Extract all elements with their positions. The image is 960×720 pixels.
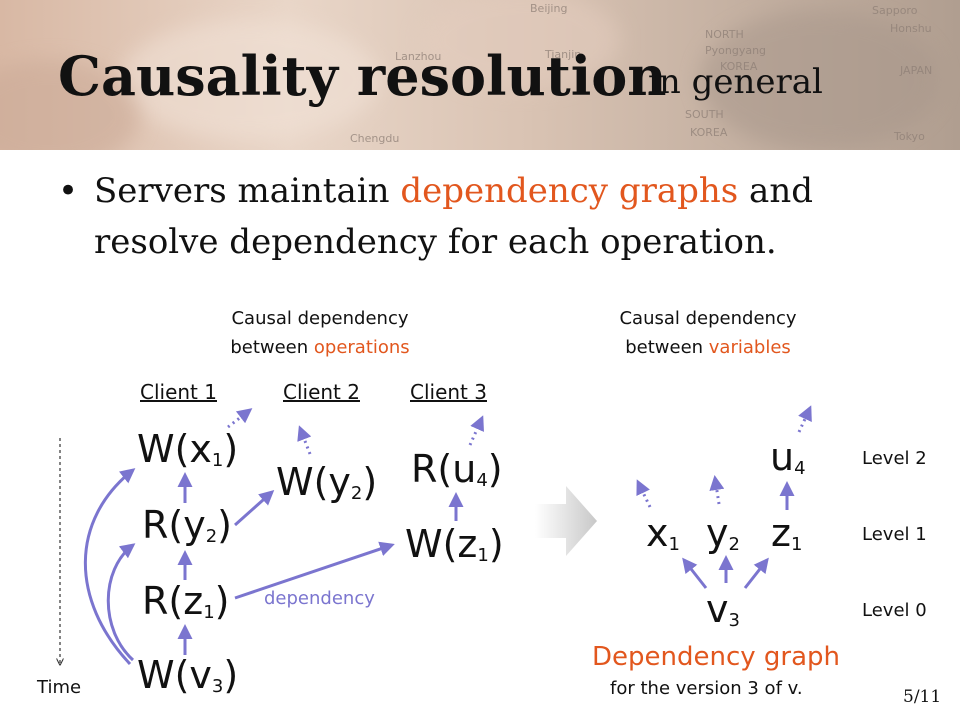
op-read-u4: R(u4): [411, 447, 503, 491]
dotted-arrow-wy2: [297, 425, 312, 455]
dependency-graph-subtitle: for the version 3 of v.: [610, 678, 803, 699]
arrow-wv3-to-wx1: [83, 468, 136, 666]
dotted-arrow-wx1: [227, 408, 253, 429]
client-1-label: Client 1: [140, 380, 217, 404]
level-1-label: Level 1: [862, 524, 927, 545]
map-label: SOUTH: [685, 108, 724, 121]
op-write-z1: W(z1): [405, 522, 504, 566]
arrow-ry2-to-wy2: [234, 490, 275, 527]
map-label: Honshu: [890, 22, 932, 35]
title-banner: Beijing Tianjin NORTH Pyongyang KOREA SO…: [0, 0, 960, 150]
map-label: KOREA: [720, 60, 758, 73]
map-label: JAPAN: [900, 64, 933, 77]
client-2-label: Client 2: [283, 380, 360, 404]
map-label: Tokyo: [894, 130, 925, 143]
map-label: Chengdu: [350, 132, 400, 145]
slide-subtitle: in general: [648, 62, 823, 102]
page-number: 5/11: [903, 687, 942, 707]
var-x1: x1: [646, 511, 680, 555]
transition-arrow-icon: [535, 486, 597, 556]
var-v3: v3: [706, 587, 740, 631]
map-label: Lanzhou: [395, 50, 442, 63]
dependency-label: dependency: [264, 588, 375, 609]
arrow-v3-to-x1: [682, 557, 708, 589]
map-label: Tianjin: [545, 48, 582, 61]
client-3-label: Client 3: [410, 380, 487, 404]
var-z1: z1: [771, 511, 803, 555]
op-write-y2: W(y2): [276, 460, 378, 504]
map-label: KOREA: [690, 126, 728, 139]
bullet-text: Servers maintain dependency graphs and r…: [94, 171, 813, 262]
time-axis-label: Time: [37, 677, 82, 698]
dotted-arrow-y2: [709, 475, 725, 505]
map-label: Pyongyang: [705, 44, 767, 57]
highlight-dependency-graphs: dependency graphs: [400, 171, 739, 211]
slide-title: Causality resolution: [58, 44, 667, 108]
level-2-label: Level 2: [862, 448, 927, 469]
bullet-point: • Servers maintain dependency graphs and…: [58, 166, 918, 268]
arrow-wv3-to-ry2: [106, 543, 136, 662]
map-label: Sapporo: [872, 4, 918, 17]
level-0-label: Level 0: [862, 600, 927, 621]
dotted-arrow-ru4: [468, 415, 484, 446]
op-read-z1: R(z1): [142, 579, 230, 623]
dependency-graph-title: Dependency graph: [592, 642, 841, 672]
arrow-v3-to-z1: [743, 557, 769, 589]
left-diagram-caption: Causal dependency between operations: [230, 308, 410, 358]
right-diagram-caption: Causal dependency between variables: [619, 308, 797, 358]
var-u4: u4: [770, 435, 806, 479]
dotted-arrow-u4: [797, 405, 812, 433]
var-y2: y2: [706, 511, 740, 555]
op-read-y2: R(y2): [142, 503, 232, 547]
dotted-arrow-x1: [636, 479, 652, 508]
map-label: NORTH: [705, 28, 744, 41]
op-write-v3: W(v3): [137, 653, 239, 697]
op-write-x1: W(x1): [137, 427, 239, 471]
map-label: Beijing: [530, 2, 568, 15]
bullet-dot-icon: •: [58, 171, 79, 211]
